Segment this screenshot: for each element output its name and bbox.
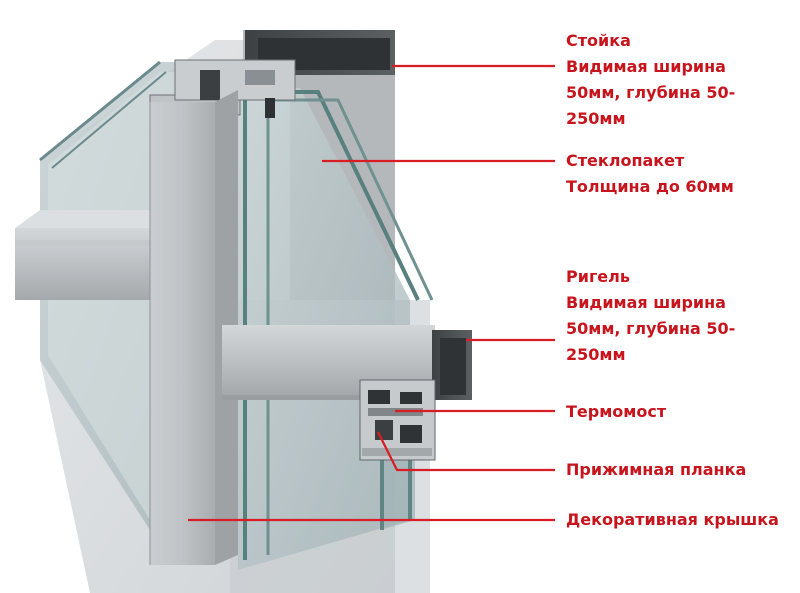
right-transom [222,325,472,400]
callout-termomost-line-1: Термомост [566,402,667,421]
callout-termomost: Термомост [566,399,666,425]
callout-stoyka-line-2: Видимая ширина [566,57,726,76]
callout-steklopaket-line-1: Стеклопакет [566,151,685,170]
callout-stoyka-line-3: 50мм, глубина 50- [566,83,736,102]
leader-lines [188,64,555,522]
callout-rigel: Ригель Видимая ширина 50мм, глубина 50- … [566,264,735,368]
callout-rigel-line-1: Ригель [566,267,630,286]
callout-prizhimnaya-planka: Прижимная планка [566,457,746,483]
transom-section [359,379,436,461]
callout-steklopaket-line-2: Толщина до 60мм [566,177,734,196]
callout-dekorativnaya-kryshka-line-1: Декоративная крышка [566,510,779,529]
callout-stoyka-line-4: 250мм [566,109,626,128]
callout-steklopaket: Стеклопакет Толщина до 60мм [566,148,734,200]
callout-stoyka: Стойка Видимая ширина 50мм, глубина 50- … [566,28,735,132]
leader-prizhimnaya-planka [377,431,555,472]
callout-rigel-line-3: 50мм, глубина 50- [566,319,736,338]
callout-rigel-line-4: 250мм [566,345,626,364]
left-transom [15,210,185,300]
callout-stoyka-line-1: Стойка [566,31,631,50]
callout-rigel-line-2: Видимая ширина [566,293,726,312]
callout-dekorativnaya-kryshka: Декоративная крышка [566,507,779,533]
callout-prizhimnaya-planka-line-1: Прижимная планка [566,460,747,479]
